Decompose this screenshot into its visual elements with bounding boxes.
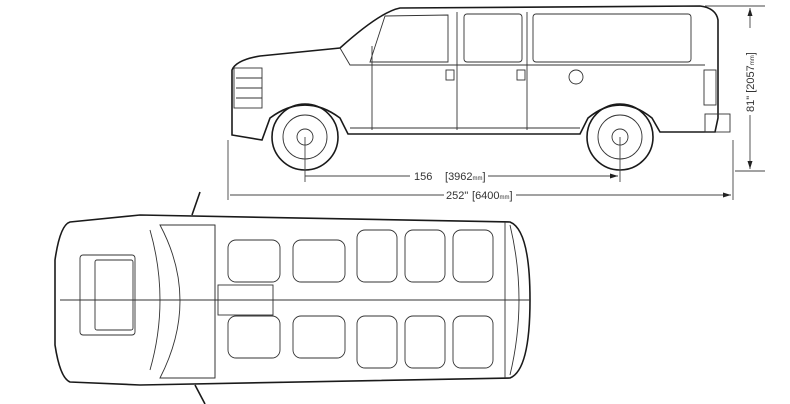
height-dimension: 81" [2057mm] — [705, 5, 765, 172]
seats — [227, 229, 494, 369]
wheelbase-inches: 156 — [414, 171, 432, 183]
length-dimension: 252" [6400mm] — [227, 140, 734, 202]
length-mm: [6400mm] — [472, 190, 513, 202]
height-label: 81" [2057mm] — [745, 52, 757, 112]
wheelbase-dimension: 156 [3962mm] — [304, 137, 621, 183]
wheelbase-mm: [3962mm] — [445, 171, 486, 183]
length-inches: 252" — [446, 190, 468, 202]
top-view — [54, 191, 531, 404]
side-view — [231, 5, 731, 171]
